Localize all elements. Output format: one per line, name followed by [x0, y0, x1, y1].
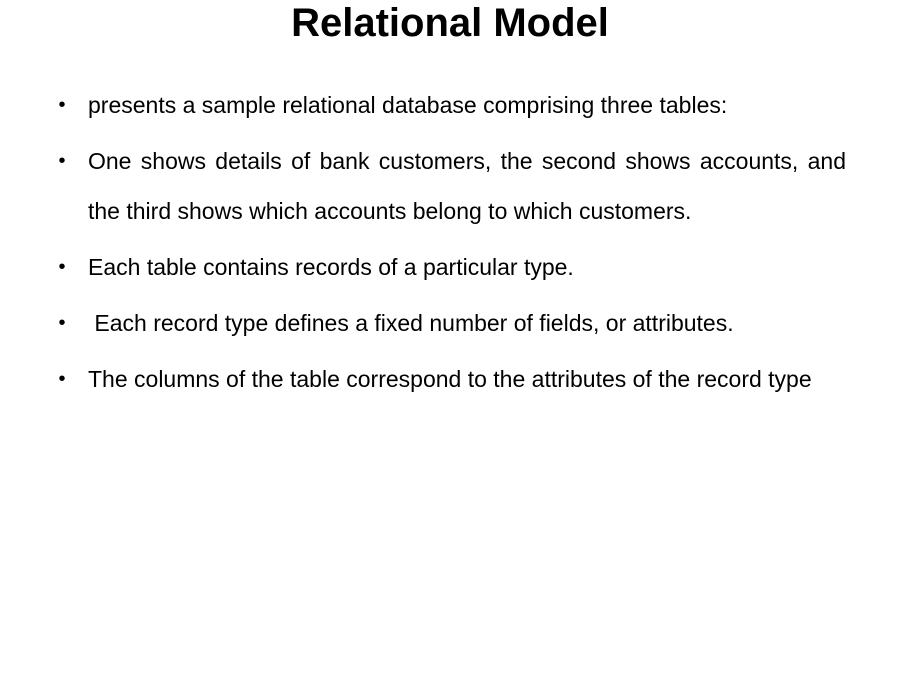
bullet-text: The columns of the table correspond to t… — [88, 366, 812, 392]
bullet-list: • presents a sample relational database … — [0, 80, 900, 460]
bullet-item: • Each table contains records of a parti… — [0, 242, 846, 292]
bullet-text: presents a sample relational database co… — [88, 92, 728, 118]
bullet-text: Each table contains records of a particu… — [88, 254, 574, 280]
bullet-icon: • — [58, 94, 66, 116]
bullet-item: • presents a sample relational database … — [0, 80, 846, 130]
bullet-item: • One shows details of bank customers, t… — [0, 136, 846, 236]
bullet-text: One shows details of bank customers, the… — [88, 148, 853, 224]
bullet-icon: • — [58, 150, 66, 172]
bullet-text: Each record type defines a fixed number … — [88, 310, 734, 336]
bullet-icon: • — [58, 256, 66, 278]
bullet-item: • Each record type defines a fixed numbe… — [0, 298, 846, 348]
bullet-item: • The columns of the table correspond to… — [0, 354, 846, 454]
bullet-icon: • — [58, 312, 66, 334]
bullet-icon: • — [58, 368, 66, 390]
slide-title: Relational Model — [291, 1, 609, 45]
